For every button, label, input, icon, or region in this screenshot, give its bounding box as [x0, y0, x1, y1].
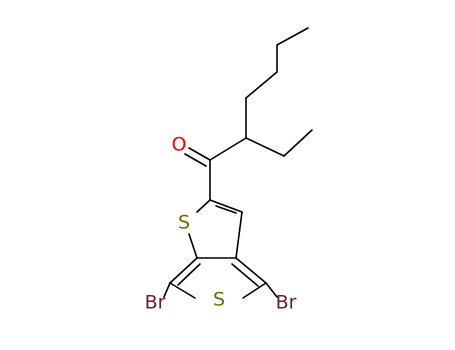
bond — [231, 263, 259, 287]
bond — [265, 282, 278, 298]
bond — [209, 199, 243, 213]
bond — [188, 147, 211, 161]
bond — [209, 137, 247, 161]
bond — [245, 71, 278, 99]
atom-sulfur-upper: S — [178, 212, 190, 234]
bond — [235, 211, 243, 259]
bond — [169, 257, 198, 284]
bond — [184, 153, 207, 167]
bond — [245, 137, 285, 157]
bond — [169, 282, 196, 299]
bond — [163, 282, 171, 298]
bond — [215, 205, 237, 214]
bond — [283, 129, 313, 157]
atom-sulfur-lower: S — [213, 289, 225, 311]
bond — [235, 257, 267, 284]
atom-bromine-right: Br — [276, 292, 297, 314]
bond — [188, 233, 198, 259]
bond — [196, 199, 211, 213]
atom-oxygen: O — [172, 134, 187, 156]
bond — [177, 263, 201, 286]
bond — [276, 27, 309, 46]
atom-bromine-left: Br — [145, 292, 166, 314]
bond — [242, 282, 267, 299]
